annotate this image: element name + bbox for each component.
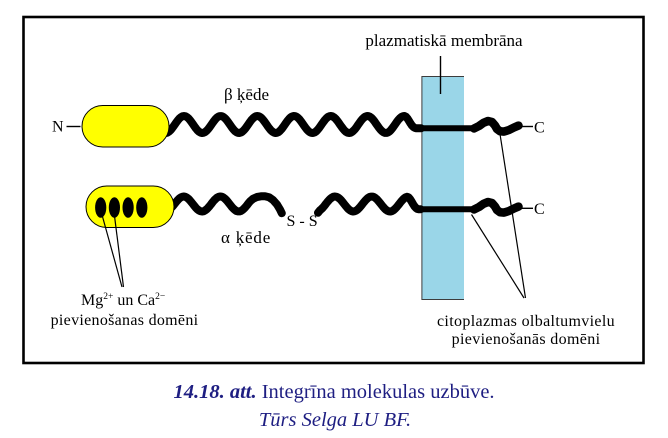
svg-text:N: N xyxy=(52,119,64,136)
svg-text:pievienošanas domēni: pievienošanas domēni xyxy=(51,312,199,329)
svg-text:14.18. att. Integrīna molekula: 14.18. att. Integrīna molekulas uzbūve. xyxy=(173,381,494,403)
svg-text:C: C xyxy=(534,120,545,137)
svg-text:Mg2+ un Ca2−: Mg2+ un Ca2− xyxy=(81,292,165,309)
svg-text:Tūrs Selga LU BF.: Tūrs Selga LU BF. xyxy=(259,409,411,431)
svg-text:pievienošanās domēni: pievienošanās domēni xyxy=(452,331,601,348)
svg-text:plazmatiskā membrāna: plazmatiskā membrāna xyxy=(365,31,523,50)
svg-text:C: C xyxy=(534,201,545,218)
svg-text:S - S: S - S xyxy=(287,213,318,230)
svg-text:β ķēde: β ķēde xyxy=(224,85,269,104)
svg-text:α ķēde: α ķēde xyxy=(221,228,271,247)
svg-text:citoplazmas olbaltumvielu: citoplazmas olbaltumvielu xyxy=(437,313,615,330)
